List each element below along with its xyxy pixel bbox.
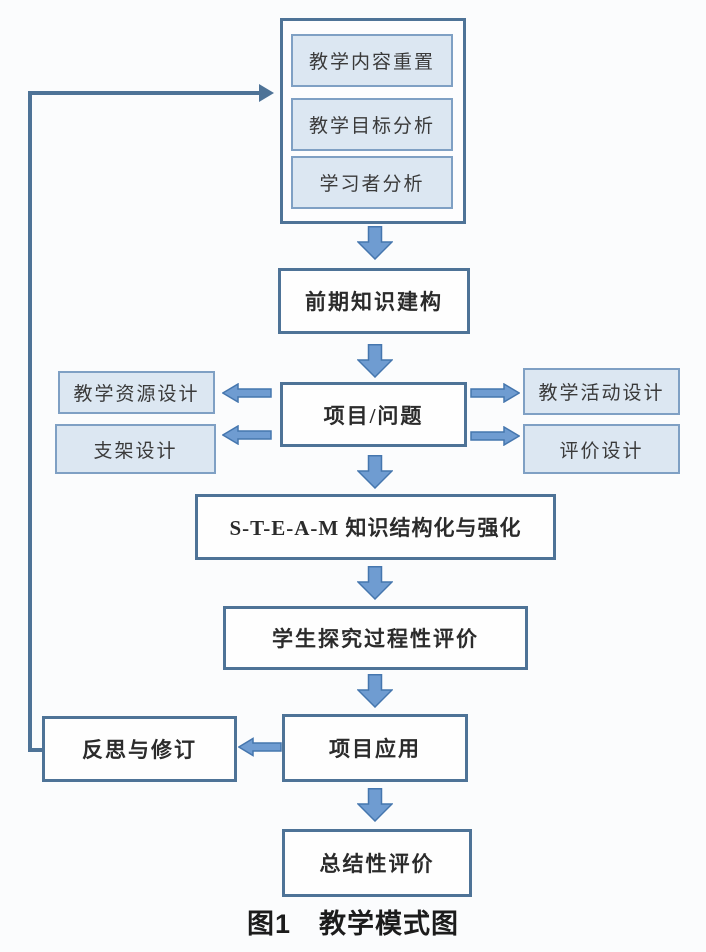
node-activity-design: 教学活动设计 xyxy=(523,368,680,415)
node-summative-evaluation: 总结性评价 xyxy=(282,829,472,897)
node-process-evaluation-label: 学生探究过程性评价 xyxy=(272,627,479,651)
node-steam-structuring-label: S-T-E-A-M 知识结构化与强化 xyxy=(229,516,522,540)
down-arrow-icon-1 xyxy=(357,226,393,260)
node-learner-analysis-label: 学习者分析 xyxy=(319,174,425,195)
node-activity-design-label: 教学活动设计 xyxy=(538,383,665,404)
node-scaffold-design-label: 支架设计 xyxy=(93,440,178,462)
node-evaluation-design: 评价设计 xyxy=(523,424,680,474)
right-arrow-icon-1 xyxy=(470,383,520,403)
down-arrow-icon-3 xyxy=(357,455,393,489)
node-summative-evaluation-label: 总结性评价 xyxy=(319,852,435,876)
node-resource-design: 教学资源设计 xyxy=(58,371,215,414)
right-arrow-icon-2 xyxy=(470,426,520,446)
left-arrow-icon-1 xyxy=(222,383,272,403)
down-arrow-icon-4 xyxy=(357,566,393,600)
node-resource-design-label: 教学资源设计 xyxy=(73,384,200,405)
down-arrow-icon-6 xyxy=(357,788,393,822)
feedback-line-vertical xyxy=(28,91,32,752)
node-steam-structuring: S-T-E-A-M 知识结构化与强化 xyxy=(195,494,556,560)
node-scaffold-design: 支架设计 xyxy=(55,424,216,474)
feedback-arrowhead-icon xyxy=(259,84,274,102)
node-objective-analysis-label: 教学目标分析 xyxy=(308,116,435,137)
figure-caption: 图1 教学模式图 xyxy=(246,909,460,939)
node-prior-knowledge-label: 前期知识建构 xyxy=(305,290,443,314)
node-project-problem: 项目/问题 xyxy=(280,382,467,447)
node-process-evaluation: 学生探究过程性评价 xyxy=(223,606,528,670)
node-content-reset-label: 教学内容重置 xyxy=(308,52,435,73)
node-content-reset: 教学内容重置 xyxy=(291,34,453,87)
node-reflection-revision: 反思与修订 xyxy=(42,716,237,782)
node-project-application-label: 项目应用 xyxy=(329,737,421,761)
analysis-group-box: 教学内容重置 教学目标分析 学习者分析 xyxy=(280,18,466,224)
node-learner-analysis: 学习者分析 xyxy=(291,156,453,209)
down-arrow-icon-5 xyxy=(357,674,393,708)
node-project-application: 项目应用 xyxy=(282,714,468,782)
node-reflection-revision-label: 反思与修订 xyxy=(82,738,197,762)
left-arrow-icon-3 xyxy=(238,737,282,757)
node-objective-analysis: 教学目标分析 xyxy=(291,98,453,151)
feedback-line-top xyxy=(28,91,260,95)
node-project-problem-label: 项目/问题 xyxy=(323,403,424,428)
node-prior-knowledge: 前期知识建构 xyxy=(278,268,470,334)
left-arrow-icon-2 xyxy=(222,425,272,445)
down-arrow-icon-2 xyxy=(357,344,393,378)
feedback-line-bottom-stub xyxy=(28,748,44,752)
node-evaluation-design-label: 评价设计 xyxy=(559,440,644,462)
